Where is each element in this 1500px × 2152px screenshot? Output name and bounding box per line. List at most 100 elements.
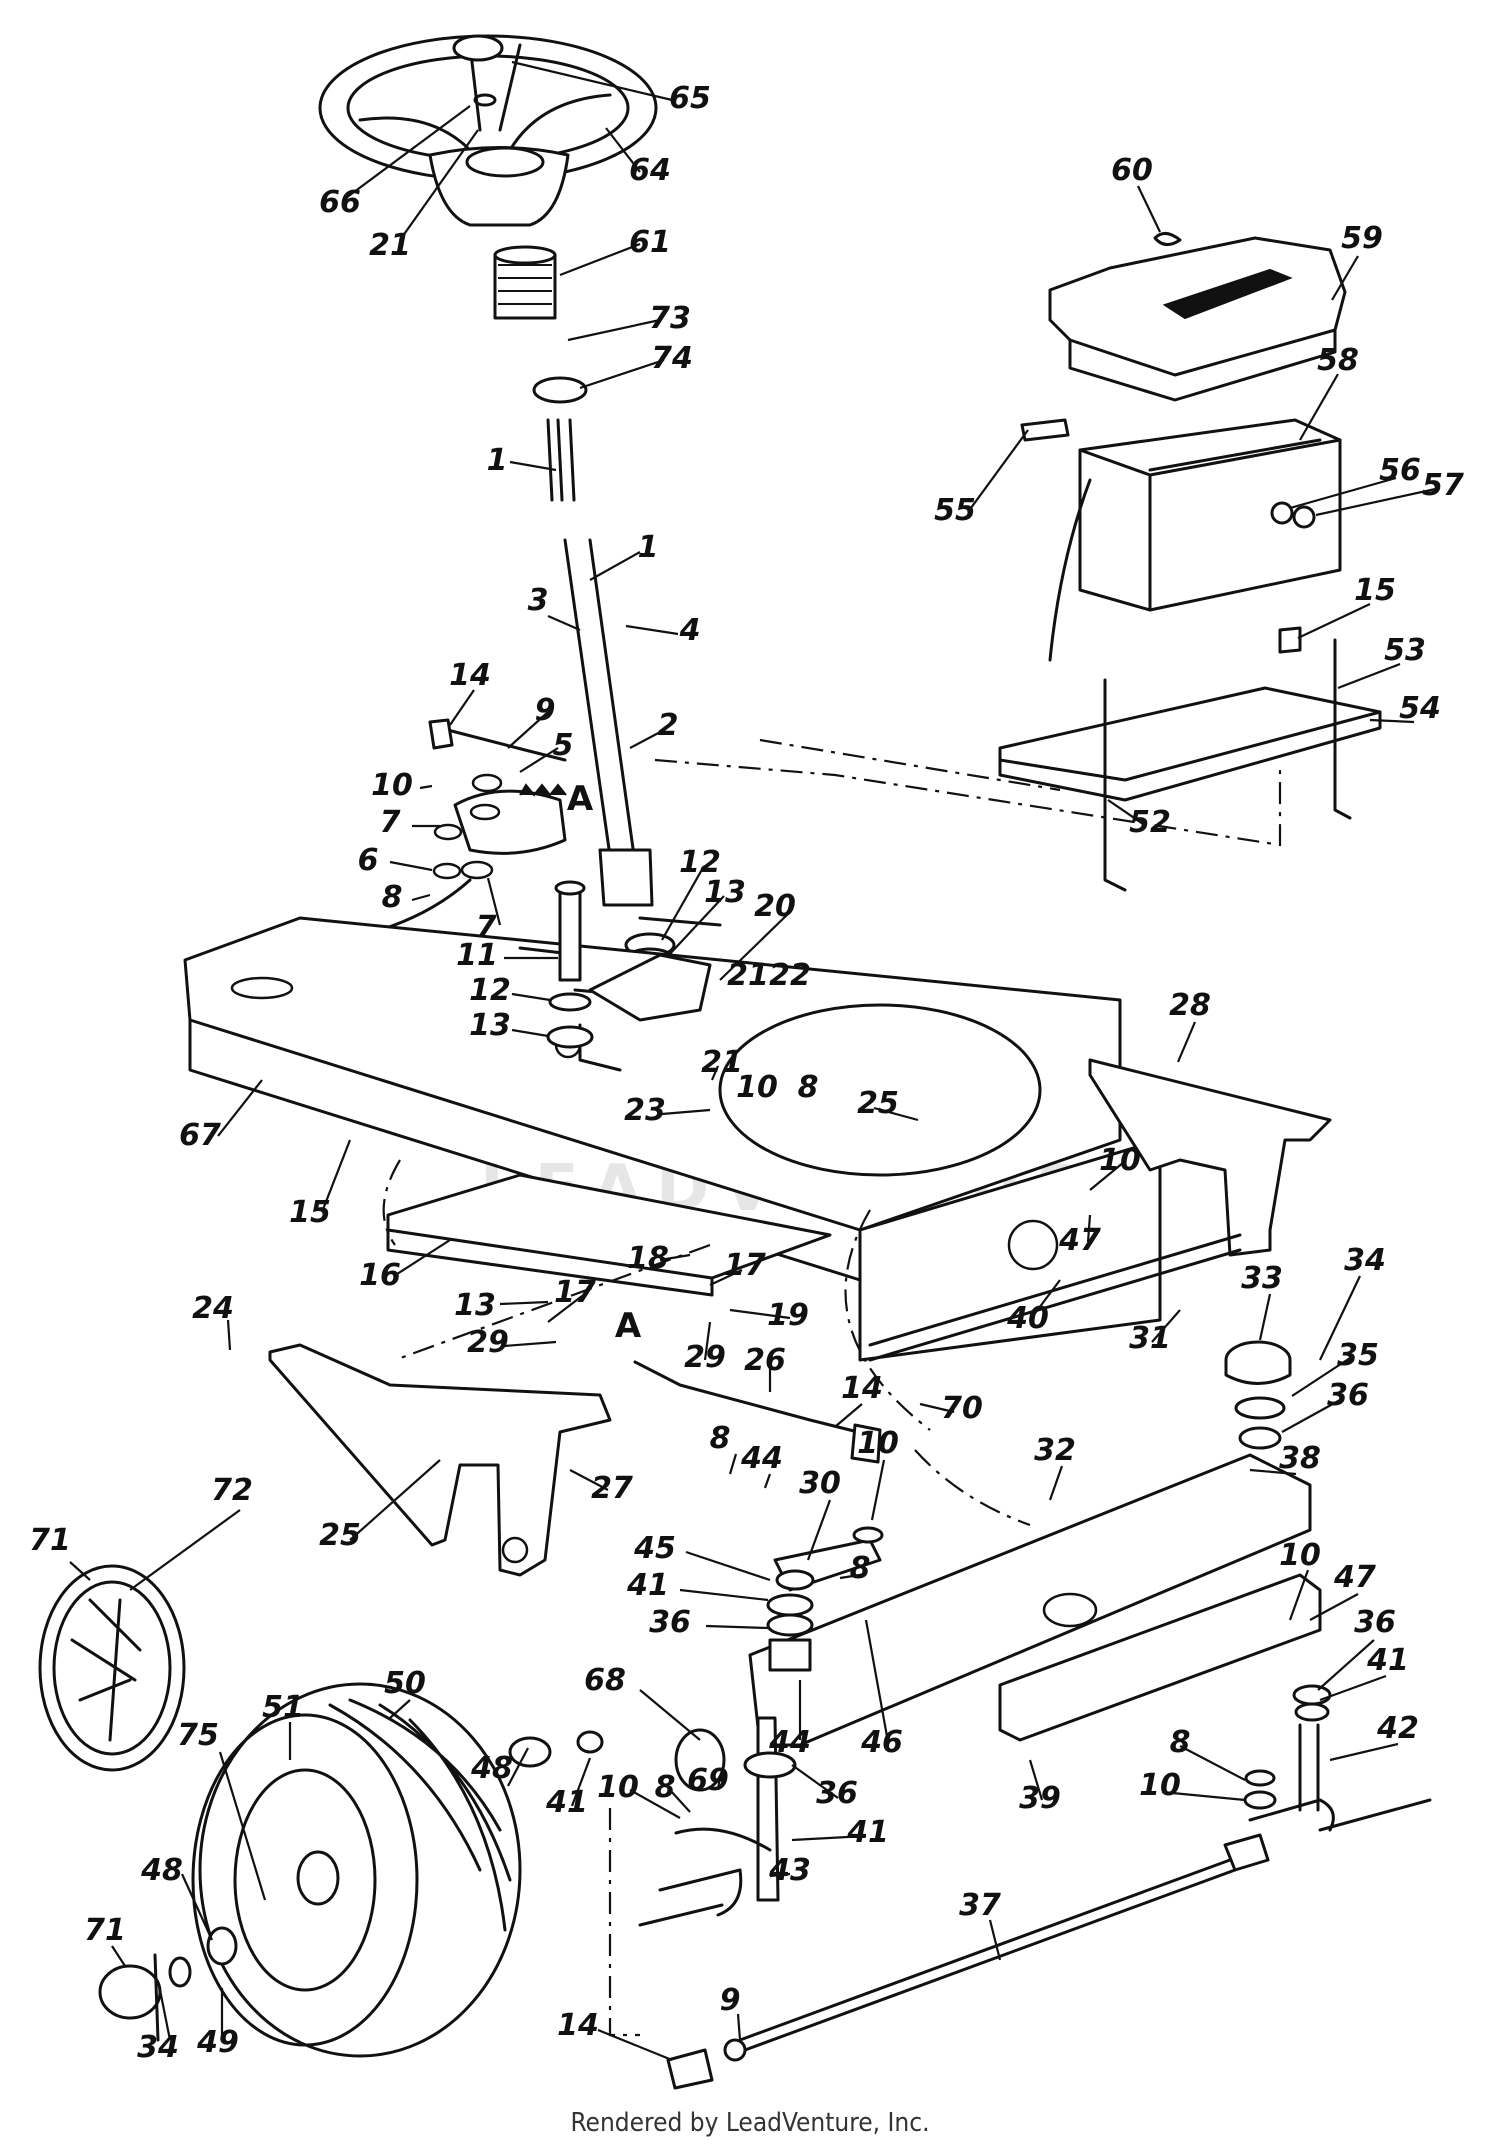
callout-34: 34 (137, 2030, 179, 2065)
callout-8: 8 (710, 1421, 731, 1456)
callout-8: 8 (850, 1551, 871, 1586)
battery-tray (998, 418, 1382, 892)
callout-53: 53 (1384, 633, 1426, 668)
callout-4: 4 (679, 613, 701, 648)
callout-13: 13 (469, 1008, 511, 1043)
callout-7: 7 (380, 805, 401, 840)
callout-48: 48 (470, 1751, 513, 1786)
callout-10: 10 (736, 1070, 778, 1105)
callout-8: 8 (655, 1770, 676, 1805)
callout-15: 15 (289, 1195, 331, 1230)
callout-44: 44 (740, 1441, 783, 1476)
callout-44: 44 (768, 1725, 811, 1760)
pivot-bushing-stack (1224, 1340, 1292, 1450)
steering-column (493, 245, 676, 973)
callout-21: 21 (727, 958, 769, 993)
callout-48: 48 (140, 1853, 183, 1888)
callout-52: 52 (1129, 805, 1171, 840)
callout-41: 41 (846, 1815, 889, 1850)
callout-72: 72 (211, 1473, 253, 1508)
callout-9: 9 (720, 1983, 741, 2018)
callout-73: 73 (649, 301, 691, 336)
callout-43: 43 (768, 1853, 811, 1888)
callout-71: 71 (84, 1913, 126, 1948)
rear-bracket-right (1088, 1058, 1332, 1257)
callout-22: 22 (769, 958, 811, 993)
callout-50: 50 (384, 1666, 426, 1701)
callout-9: 9 (535, 693, 556, 728)
spindle-left (638, 1716, 797, 1927)
callout-23: 23 (624, 1093, 666, 1128)
callout-55: 55 (934, 493, 976, 528)
callout-57: 57 (1422, 468, 1464, 503)
callout-41: 41 (1366, 1643, 1409, 1678)
callout-25: 25 (857, 1086, 899, 1121)
callout-65: 65 (669, 81, 711, 116)
callout-59: 59 (1341, 221, 1383, 256)
callout-13: 13 (704, 875, 746, 910)
hub-cap (38, 1564, 192, 2042)
callout-10: 10 (597, 1770, 639, 1805)
callout-28: 28 (1169, 988, 1211, 1023)
callout-17: 17 (554, 1275, 596, 1310)
callout-58: 58 (1317, 343, 1359, 378)
callout-60: 60 (1111, 153, 1153, 188)
callout-38: 38 (1279, 1441, 1321, 1476)
callout-32: 32 (1034, 1433, 1076, 1468)
callout-36: 36 (816, 1776, 858, 1811)
section-ref-label: A (567, 779, 594, 819)
callout-33: 33 (1241, 1261, 1283, 1296)
phantom-lines (382, 738, 1282, 2037)
callout-31: 31 (1129, 1321, 1171, 1356)
callout-34: 34 (1344, 1243, 1386, 1278)
callout-8: 8 (1170, 1725, 1191, 1760)
callout-5: 5 (553, 728, 574, 763)
callout-26: 26 (744, 1343, 786, 1378)
callout-29: 29 (684, 1340, 726, 1375)
callout-36: 36 (649, 1605, 691, 1640)
callout-70: 70 (941, 1391, 983, 1426)
drag-link (633, 1360, 884, 1672)
callout-47: 47 (1333, 1560, 1376, 1595)
pivot-bolt-stack (546, 880, 594, 1049)
callout-17: 17 (724, 1248, 766, 1283)
callout-21: 21 (701, 1045, 743, 1080)
callout-54: 54 (1399, 691, 1441, 726)
callout-49: 49 (196, 2025, 239, 2060)
callout-12: 12 (469, 973, 511, 1008)
section-reference-labels: AA (567, 779, 642, 1346)
callout-14: 14 (557, 2008, 599, 2043)
callout-46: 46 (860, 1725, 903, 1760)
callout-25: 25 (319, 1518, 361, 1553)
steering-sector-gear (338, 718, 567, 942)
callout-10: 10 (1139, 1768, 1181, 1803)
battery (1048, 418, 1342, 662)
callout-10: 10 (857, 1426, 899, 1461)
callout-1: 1 (487, 443, 508, 478)
callout-39: 39 (1019, 1781, 1061, 1816)
callout-35: 35 (1337, 1338, 1379, 1373)
callout-10: 10 (371, 768, 413, 803)
callout-29: 29 (467, 1325, 509, 1360)
callout-10: 10 (1099, 1143, 1141, 1178)
callout-69: 69 (687, 1763, 729, 1798)
callout-1: 1 (638, 530, 659, 565)
callout-56: 56 (1379, 453, 1421, 488)
tie-rod (666, 1833, 1270, 2090)
main-frame (183, 916, 1162, 1362)
callout-40: 40 (1006, 1301, 1049, 1336)
callout-20: 20 (754, 889, 796, 924)
callout-66: 66 (319, 185, 361, 220)
callout-67: 67 (179, 1118, 221, 1153)
callout-64: 64 (629, 153, 671, 188)
callout-37: 37 (959, 1888, 1001, 1923)
callout-18: 18 (627, 1241, 669, 1276)
callout-61: 61 (629, 225, 671, 260)
callout-36: 36 (1327, 1378, 1369, 1413)
callout-7: 7 (476, 910, 497, 945)
callout-14: 14 (449, 658, 491, 693)
callout-19: 19 (767, 1298, 809, 1333)
callout-21: 21 (369, 228, 411, 263)
callout-27: 27 (591, 1471, 633, 1506)
